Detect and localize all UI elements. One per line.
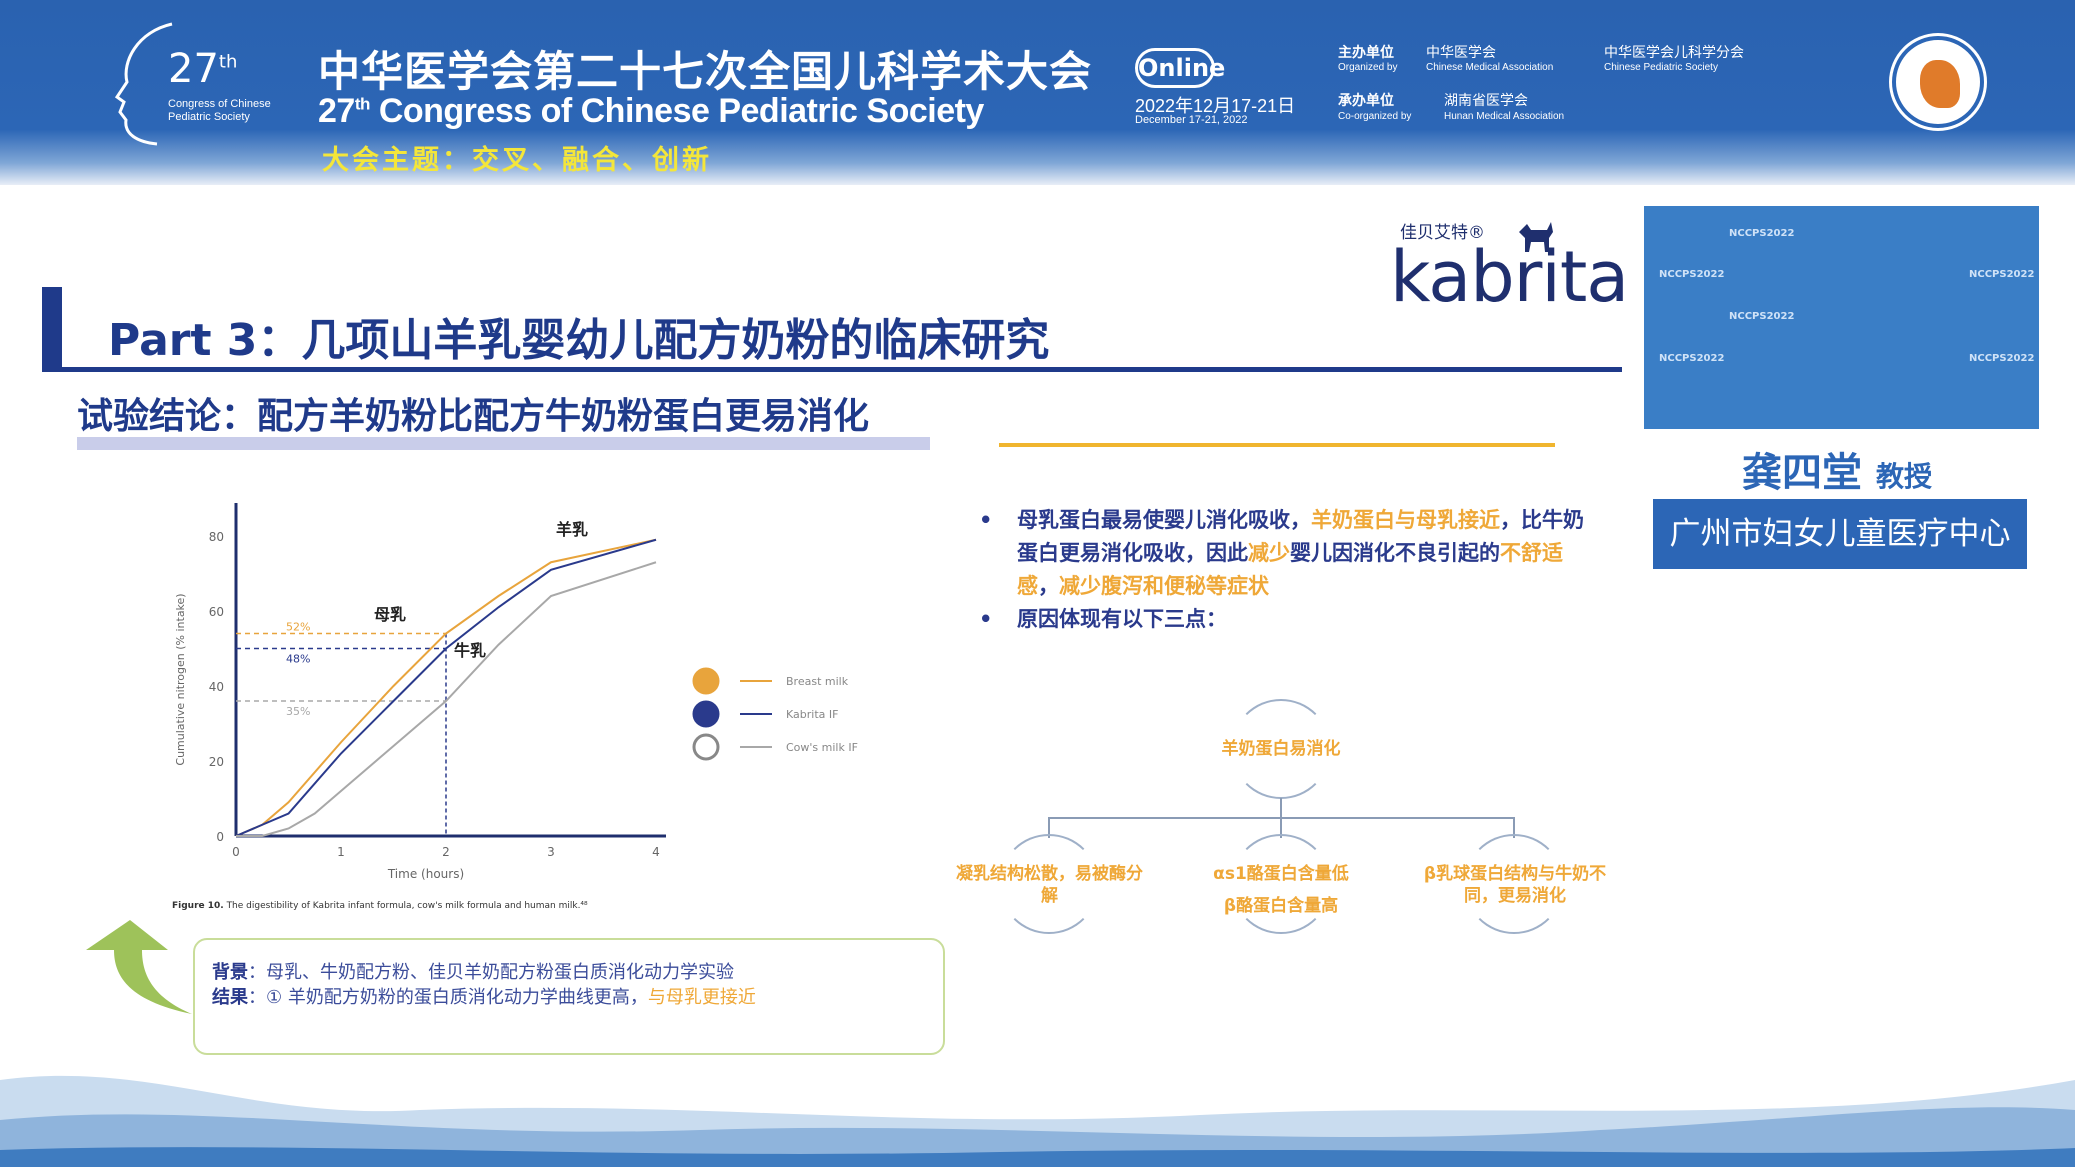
organizer-1-en: Chinese Medical Association — [1426, 62, 1554, 73]
child-node-label: 凝乳结构松散，易被酶分解 — [956, 864, 1143, 906]
section-divider — [999, 443, 1555, 447]
decorative-waves — [0, 1075, 2075, 1167]
backdrop-watermark: NCCPS2022 — [1969, 353, 2035, 364]
organizer-2-en: Chinese Pediatric Society — [1604, 62, 1718, 73]
speaker-affiliation: 广州市妇女儿童医疗中心 — [1653, 499, 2027, 569]
online-badge: Online — [1135, 48, 1225, 88]
series-line-cow-s-milk-if — [236, 561, 657, 837]
reference-label: 48% — [286, 653, 310, 666]
x-tick-label: 2 — [442, 845, 450, 859]
speaker-video: NCCPS2022 NCCPS2022 NCCPS2022 NCCPS2022 … — [1644, 206, 2039, 429]
x-tick-label: 1 — [337, 845, 345, 859]
slide-subtitle: 试验结论：配方羊奶粉比配方牛奶粉蛋白更易消化 — [77, 396, 870, 437]
reference-label: 52% — [286, 621, 310, 634]
child-node-label: β乳球蛋白结构与牛奶不同，更易消化 — [1423, 864, 1607, 906]
speaker-name: 龚四堂 教授 — [1742, 450, 1932, 496]
x-tick-label: 0 — [232, 845, 240, 859]
face-profile-icon — [114, 22, 173, 146]
legend-icon — [692, 700, 720, 728]
reference-label: 35% — [286, 705, 310, 718]
edition-number: 27th — [168, 46, 238, 92]
backdrop-watermark: NCCPS2022 — [1659, 353, 1725, 364]
legend-label: Kabrita IF — [786, 708, 838, 721]
bullet-text-run: 羊奶蛋白与母乳接近 — [1311, 508, 1500, 532]
slide-title: Part 3：几项山羊乳婴幼儿配方奶粉的临床研究 — [108, 315, 1050, 366]
summary-text: 背景：母乳、牛奶配方粉、佳贝羊奶配方粉蛋白质消化动力学实验 结果：① 羊奶配方奶… — [212, 962, 756, 1008]
bullet-text-run: 减少腹泻和便秘等症状 — [1059, 574, 1269, 598]
backdrop-watermark: NCCPS2022 — [1729, 311, 1795, 322]
bullet-text: 原因体现有以下三点： — [1017, 603, 1227, 636]
goat-icon — [1519, 222, 1553, 252]
legend-icon — [692, 667, 720, 695]
y-tick-label: 60 — [209, 605, 224, 619]
x-tick-label: 3 — [547, 845, 555, 859]
bullet-text-run: 婴儿因消化不良引起的 — [1290, 541, 1500, 565]
series-label-cn: 羊乳 — [556, 520, 588, 539]
bullet-text: 母乳蛋白最易使婴儿消化吸收，羊奶蛋白与母乳接近，比牛奶蛋白更易消化吸收，因此减少… — [1017, 504, 1599, 603]
y-tick-label: 20 — [209, 755, 224, 769]
brand-logo: kabrita — [1390, 236, 1629, 318]
series-line-kabrita-if — [235, 538, 657, 837]
date-cn: 2022年12月17-21日 — [1135, 96, 1296, 116]
legend-label: Cow's milk IF — [786, 741, 858, 754]
series-label-cn: 牛乳 — [454, 641, 486, 660]
y-tick-label: 80 — [209, 530, 224, 544]
legend-icon — [692, 733, 720, 761]
congress-theme: 大会主题：交叉、融合、创新 — [322, 145, 712, 176]
figure-caption: Figure 10. The digestibility of Kabrita … — [172, 901, 588, 911]
green-arrow-icon — [86, 920, 192, 1014]
congress-small-label: Congress of Chinese Pediatric Society — [168, 98, 271, 123]
congress-title-en: 27th Congress of Chinese Pediatric Socie… — [318, 92, 984, 130]
coorganizer: 湖南省医学会 — [1444, 93, 1528, 109]
y-axis-label: Cumulative nitrogen (% intake) — [174, 593, 187, 765]
backdrop-watermark: NCCPS2022 — [1659, 269, 1725, 280]
y-tick-label: 40 — [209, 680, 224, 694]
bullet-dot: • — [979, 508, 993, 532]
x-tick-label: 4 — [652, 845, 660, 859]
bullet-item: •母乳蛋白最易使婴儿消化吸收，羊奶蛋白与母乳接近，比牛奶蛋白更易消化吸收，因此减… — [979, 504, 1599, 603]
date-en: December 17-21, 2022 — [1135, 114, 1248, 126]
child-node-circle — [1464, 834, 1564, 934]
bullet-text-run: ， — [1038, 574, 1059, 598]
society-seal-icon — [1892, 36, 1984, 128]
organizer-1: 中华医学会 — [1426, 45, 1496, 61]
coorganizer-label-en: Co-organized by — [1338, 111, 1412, 122]
x-axis-label: Time (hours) — [387, 867, 464, 881]
brand-logo-cn: 佳贝艾特® — [1400, 223, 1485, 243]
legend-label: Breast milk — [786, 675, 849, 688]
organizer-2: 中华医学会儿科学分会 — [1604, 45, 1744, 61]
bullet-text-run: 减少 — [1248, 541, 1290, 565]
bullet-text-run: 母乳蛋白最易使婴儿消化吸收， — [1017, 508, 1311, 532]
subtitle-highlight — [77, 437, 930, 450]
series-label-cn: 母乳 — [374, 605, 406, 624]
child-node-label: αs1酪蛋白含量低 β酪蛋白含量高 — [1213, 864, 1349, 916]
series-line-breast-milk — [235, 538, 657, 837]
bullet-list: •母乳蛋白最易使婴儿消化吸收，羊奶蛋白与母乳接近，比牛奶蛋白更易消化吸收，因此减… — [979, 504, 1599, 636]
child-node-circle — [1231, 834, 1331, 934]
bullet-text-run: 原因体现有以下三点： — [1017, 607, 1227, 631]
y-tick-label: 0 — [216, 830, 224, 844]
congress-title-cn: 中华医学会第二十七次全国儿科学术大会 — [318, 47, 1093, 96]
organizer-label: 主办单位 — [1338, 45, 1394, 61]
title-divider — [42, 367, 1622, 372]
bullet-text-run: 不舒适感 — [1017, 541, 1563, 598]
organizer-label-en: Organized by — [1338, 62, 1398, 73]
diagram-connectors — [1048, 798, 1515, 838]
coorganizer-en: Hunan Medical Association — [1444, 111, 1565, 122]
title-accent-bar — [42, 287, 62, 371]
bullet-item: • 原因体现有以下三点： — [979, 603, 1599, 636]
congress-banner: 27th Congress of Chinese Pediatric Socie… — [0, 0, 2075, 185]
bullet-text-run: ，比牛奶蛋白更易消化吸收，因此 — [1017, 508, 1584, 565]
summary-box — [193, 938, 945, 1055]
coorganizer-label: 承办单位 — [1338, 93, 1394, 109]
backdrop-watermark: NCCPS2022 — [1969, 269, 2035, 280]
root-node-label: 羊奶蛋白易消化 — [1221, 739, 1341, 759]
bullet-dot: • — [979, 607, 993, 631]
child-node-circle — [999, 834, 1099, 934]
backdrop-watermark: NCCPS2022 — [1729, 228, 1795, 239]
